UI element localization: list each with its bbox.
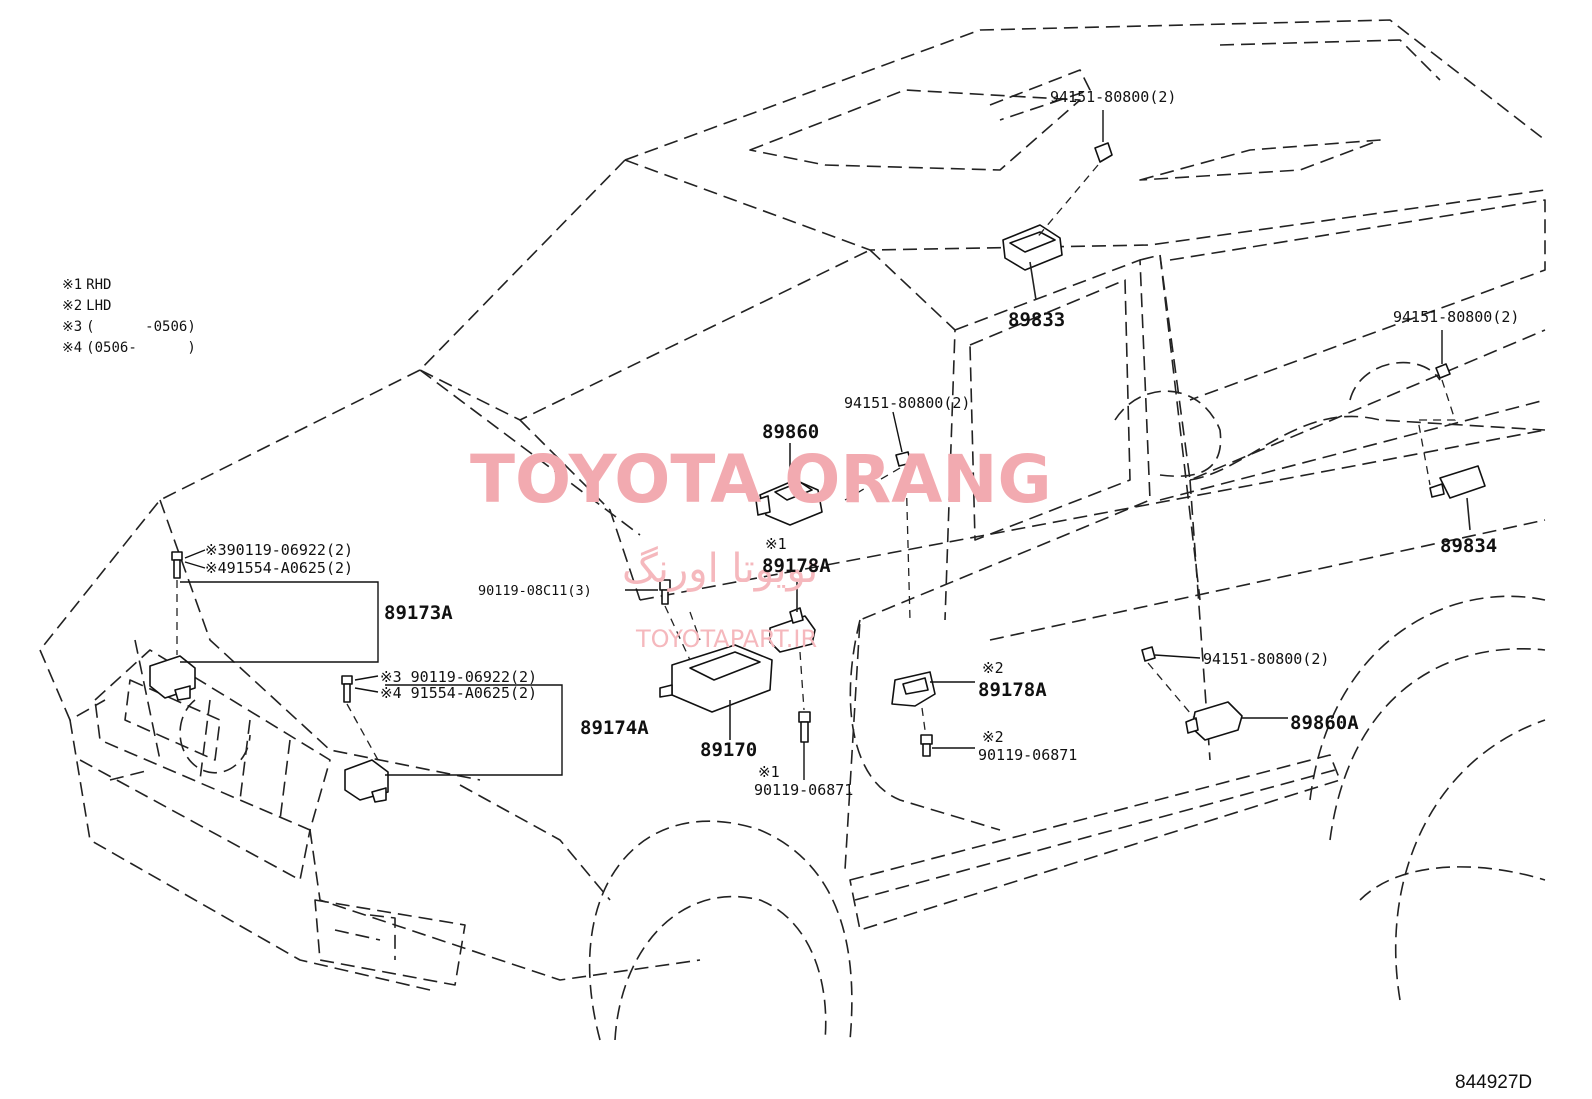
watermark-site: TOYOTAPART.IR (635, 625, 817, 653)
label-90119-06871-lhd-mark: ※2 (982, 728, 1004, 746)
bolt-90119-08c11[interactable] (625, 579, 701, 661)
watermark-persian: تویوتا اورنگ (622, 546, 818, 592)
label-91554-a0625-a: ※491554-A0625(2) (205, 559, 353, 577)
sensor-89833[interactable] (1002, 224, 1063, 301)
note-4: ※4(0506- ) (62, 340, 196, 356)
watermark: TOYOTA ORANG تویوتا اورنگ TOYOTAPART.IR (470, 441, 1052, 653)
label-89860: 89860 (762, 421, 819, 443)
label-89178a-lhd-mark: ※2 (982, 659, 1004, 677)
callout-labels: 94151-80800(2) 89833 94151-80800(2) 8983… (205, 88, 1519, 799)
label-89178a-lhd: 89178A (978, 679, 1047, 701)
label-90119-06922-a: ※390119-06922(2) (205, 541, 353, 559)
sensor-89860a[interactable] (1185, 701, 1288, 741)
sensor-89834[interactable] (1429, 465, 1486, 531)
label-90119-06871-rhd-mark: ※1 (758, 763, 780, 781)
nut-94151-roof[interactable] (1034, 110, 1113, 241)
nut-94151-pillar[interactable] (844, 411, 912, 621)
label-89178a-rhd-mark: ※1 (765, 535, 787, 553)
label-89173a: 89173A (384, 602, 453, 624)
label-94151-pillar: 94151-80800(2) (844, 394, 970, 412)
sensor-89173a[interactable] (149, 655, 196, 701)
label-94151-sill: 94151-80800(2) (1203, 650, 1329, 668)
watermark-latin: TOYOTA ORANG (470, 441, 1052, 518)
ecu-89170[interactable] (659, 644, 773, 740)
vehicle-outline (39, 19, 1546, 1041)
sensor-89860[interactable] (755, 443, 823, 526)
label-89170: 89170 (700, 739, 757, 761)
label-89860a: 89860A (1290, 712, 1359, 734)
sensor-89178a-rhd[interactable] (769, 580, 816, 711)
label-90119-06871-lhd: 90119-06871 (978, 746, 1077, 764)
bolt-89174a[interactable] (341, 675, 563, 776)
label-89833: 89833 (1008, 309, 1065, 331)
label-90119-06871-rhd: 90119-06871 (754, 781, 853, 799)
bolt-90119-06871-rhd[interactable] (798, 711, 811, 780)
sensor-89174a[interactable] (344, 759, 389, 803)
label-94151-roof: 94151-80800(2) (1050, 88, 1176, 106)
sensor-89178a-lhd[interactable] (891, 671, 975, 731)
bolt-89173a[interactable] (171, 549, 379, 663)
label-90119-06922-b: ※3 90119-06922(2) (380, 668, 537, 686)
label-89834: 89834 (1440, 535, 1497, 557)
nut-94151-sill[interactable] (1141, 646, 1201, 721)
label-90119-08c11: 90119-08C11(3) (478, 583, 592, 599)
label-89174a: 89174A (580, 717, 649, 739)
label-94151-rear: 94151-80800(2) (1393, 308, 1519, 326)
bolt-90119-06871-lhd[interactable] (920, 734, 975, 757)
label-91554-a0625-b: ※4 91554-A0625(2) (380, 684, 537, 702)
nut-94151-rear[interactable] (1417, 330, 1456, 486)
diagram-code: 844927D (1455, 1072, 1532, 1093)
note-3: ※3( -0506) (62, 319, 196, 335)
label-89178a-rhd: 89178A (762, 555, 831, 577)
